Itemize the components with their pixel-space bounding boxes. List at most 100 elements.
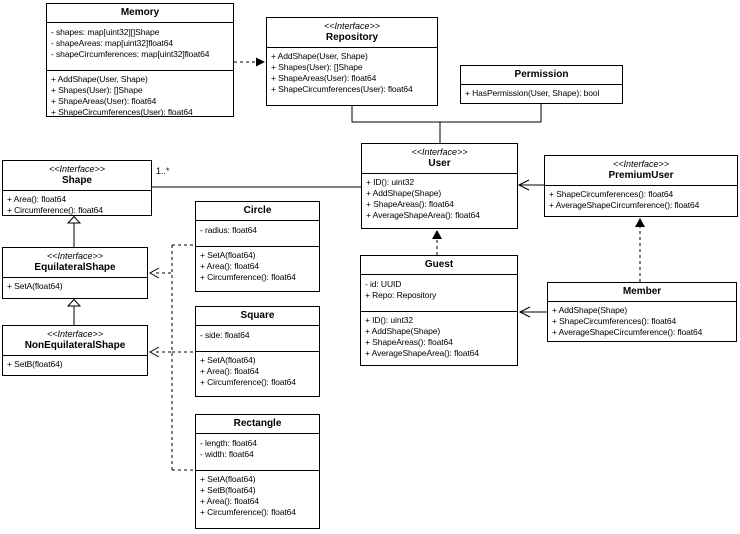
method: + ID(): uint32 — [366, 177, 414, 187]
methods-section: + SetA(float64) + SetB(float64) + Area()… — [196, 470, 319, 528]
class-name: PremiumUser — [608, 170, 674, 181]
class-name: NonEquilateralShape — [24, 340, 126, 351]
methods-section: + SetA(float64) — [3, 277, 147, 298]
attribute: - width: float64 — [200, 449, 254, 459]
class-header: Circle — [196, 202, 319, 220]
dependency-memory-repository — [234, 57, 265, 67]
class-name: EquilateralShape — [34, 262, 116, 273]
class-name: User — [428, 158, 451, 169]
methods-section: + AddShape(User, Shape) + Shapes(User): … — [267, 47, 437, 105]
method: + ShapeAreas(User): float64 — [51, 96, 157, 106]
class-name: Shape — [61, 175, 92, 186]
methods-section: + SetB(float64) — [3, 355, 147, 375]
class-name: Repository — [325, 32, 379, 43]
class-memory: Memory - shapes: map[uint32][]Shape - sh… — [46, 3, 234, 117]
method: + AddShape(User, Shape) — [51, 74, 148, 84]
method: + AverageShapeCircumference(): float64 — [549, 200, 700, 210]
stereotype-label: <<Interface>> — [48, 164, 106, 174]
methods-section: + SetA(float64) + Area(): float64 + Circ… — [196, 351, 319, 396]
attribute: - radius: float64 — [200, 225, 257, 235]
stereotype-label: <<Interface>> — [46, 329, 104, 339]
class-permission: Permission + HasPermission(User, Shape):… — [460, 65, 623, 104]
attribute: - side: float64 — [200, 330, 250, 340]
method: + Area(): float64 — [200, 496, 260, 506]
class-header: Guest — [361, 256, 517, 274]
methods-section: + ID(): uint32 + AddShape(Shape) + Shape… — [361, 311, 517, 365]
class-header: Rectangle — [196, 415, 319, 433]
class-member: Member + AddShape(Shape) + ShapeCircumfe… — [547, 282, 737, 342]
methods-section: + AddShape(User, Shape) + Shapes(User): … — [47, 70, 233, 116]
generalization-nonequilateralshape-equilateralshape — [66, 298, 82, 325]
method: + Area(): float64 — [200, 366, 260, 376]
method: + AverageShapeArea(): float64 — [365, 348, 479, 358]
class-shape: <<Interface>> Shape + Area(): float64 + … — [2, 160, 152, 216]
class-name: Rectangle — [233, 418, 282, 429]
method: + Shapes(User): []Shape — [271, 62, 363, 72]
method: + AverageShapeArea(): float64 — [366, 210, 480, 220]
methods-section: + ShapeCircumferences(): float64 + Avera… — [545, 185, 737, 216]
methods-section: + AddShape(Shape) + ShapeCircumferences(… — [548, 301, 736, 341]
generalization-equilateralshape-shape — [66, 215, 82, 247]
method: + Circumference(): float64 — [200, 377, 296, 387]
method: + AddShape(Shape) — [366, 188, 442, 198]
stereotype-label: <<Interface>> — [411, 147, 468, 157]
class-header: Memory — [47, 4, 233, 22]
class-name: Square — [240, 310, 275, 321]
method: + SetA(float64) — [7, 281, 63, 291]
method: + Circumference(): float64 — [7, 205, 103, 215]
multiplicity-label: 1..* — [155, 166, 171, 176]
method: + Circumference(): float64 — [200, 272, 296, 282]
method: + Area(): float64 — [7, 194, 67, 204]
class-header: <<Interface>> NonEquilateralShape — [3, 326, 147, 355]
attribute: - shapeAreas: map[uint32]float64 — [51, 38, 174, 48]
realization-shapes-trunk — [148, 244, 196, 471]
method: + AddShape(User, Shape) — [271, 51, 368, 61]
method: + ShapeAreas(User): float64 — [271, 73, 377, 83]
method: + Shapes(User): []Shape — [51, 85, 143, 95]
attributes-section: - radius: float64 — [196, 220, 319, 246]
attribute: - shapes: map[uint32][]Shape — [51, 27, 160, 37]
methods-section: + Area(): float64 + Circumference(): flo… — [3, 190, 151, 215]
class-header: <<Interface>> User — [362, 144, 517, 173]
class-name: Permission — [514, 69, 569, 80]
class-name: Memory — [120, 7, 160, 18]
class-header: Square — [196, 307, 319, 325]
method: + SetA(float64) — [200, 250, 256, 260]
method: + ShapeAreas(): float64 — [366, 199, 454, 209]
class-rectangle: Rectangle - length: float64 - width: flo… — [195, 414, 320, 529]
method: + Area(): float64 — [200, 261, 260, 271]
class-header: <<Interface>> Repository — [267, 18, 437, 47]
class-user: <<Interface>> User + ID(): uint32 + AddS… — [361, 143, 518, 229]
class-header: <<Interface>> EquilateralShape — [3, 248, 147, 277]
method: + AddShape(Shape) — [365, 326, 441, 336]
class-name: Guest — [424, 259, 454, 270]
method: + SetA(float64) — [200, 474, 256, 484]
attributes-section: - length: float64 - width: float64 — [196, 433, 319, 470]
method: + SetA(float64) — [200, 355, 256, 365]
method: + ShapeCircumferences(User): float64 — [271, 84, 413, 94]
attribute: - shapeCircumferences: map[uint32]float6… — [51, 49, 210, 59]
methods-section: + ID(): uint32 + AddShape(Shape) + Shape… — [362, 173, 517, 228]
method: + ShapeCircumferences(): float64 — [552, 316, 677, 326]
method: + AverageShapeCircumference(): float64 — [552, 327, 703, 337]
class-header: <<Interface>> Shape — [3, 161, 151, 190]
methods-section: + SetA(float64) + Area(): float64 + Circ… — [196, 246, 319, 291]
class-header: Member — [548, 283, 736, 301]
stereotype-label: <<Interface>> — [612, 159, 670, 169]
method: + Circumference(): float64 — [200, 507, 296, 517]
realization-member-premiumuser — [635, 218, 645, 282]
method: + SetB(float64) — [200, 485, 256, 495]
realization-guest-user — [432, 230, 442, 255]
attributes-section: - id: UUID + Repo: Repository — [361, 274, 517, 311]
class-header: <<Interface>> PremiumUser — [545, 156, 737, 185]
method: + ShapeCircumferences(): float64 — [549, 189, 674, 199]
link-repository-permission-user — [351, 104, 542, 144]
method: + SetB(float64) — [7, 359, 63, 369]
stereotype-label: <<Interface>> — [46, 251, 104, 261]
attribute: - id: UUID — [365, 279, 402, 289]
methods-section: + HasPermission(User, Shape): bool — [461, 84, 622, 103]
class-premiumuser: <<Interface>> PremiumUser + ShapeCircumf… — [544, 155, 738, 217]
generalization-premiumuser-user — [517, 179, 544, 191]
class-square: Square - side: float64 + SetA(float64) +… — [195, 306, 320, 397]
